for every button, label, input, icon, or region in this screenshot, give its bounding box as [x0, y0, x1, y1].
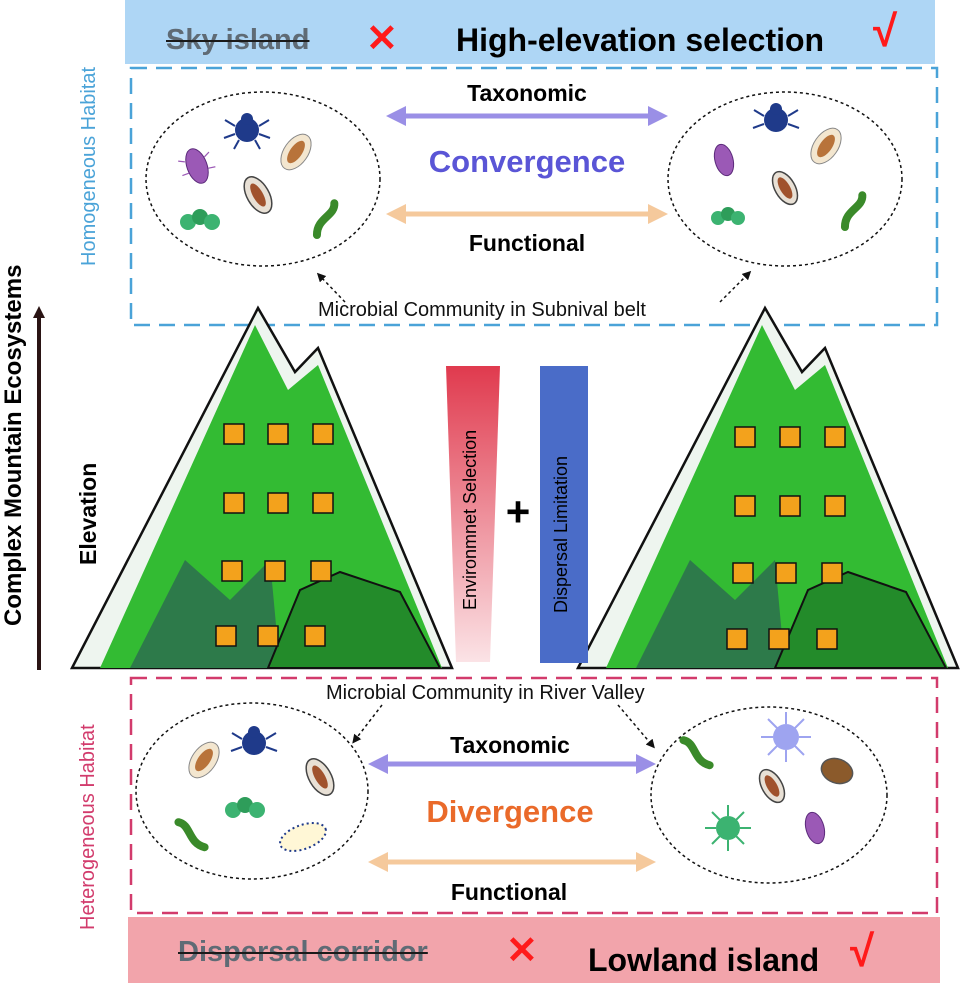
green-worm-icon — [840, 191, 867, 232]
heterogeneous-habitat-label: Heterogeneous Habitat — [77, 724, 99, 930]
purple-bacterium-icon — [804, 811, 826, 845]
sample-site — [824, 495, 846, 517]
sample-site — [775, 562, 797, 584]
cilia-bacterium-icon — [188, 741, 220, 779]
plus-sign: + — [505, 488, 531, 535]
cilia-bacterium-icon — [810, 127, 842, 165]
sample-site — [304, 625, 326, 647]
top-taxonomic-label: Taxonomic — [467, 80, 587, 106]
microbes-top-right — [711, 103, 867, 232]
right-mountain — [575, 305, 960, 670]
sample-site — [779, 426, 801, 448]
lilac-amoeba-icon — [761, 712, 811, 762]
subnival-community-label: Microbial Community in Subnival belt — [318, 299, 646, 321]
sample-site — [824, 426, 846, 448]
spiky-bacterium-icon — [279, 822, 327, 852]
environment-selection-label: Environmnet Selection — [460, 429, 480, 610]
left-sample-sites — [215, 423, 334, 647]
sample-site — [312, 423, 334, 445]
green-colony-icon — [711, 207, 745, 225]
rod-bacterium-icon — [758, 768, 786, 804]
green-worm-icon — [679, 736, 714, 770]
environment-selection-bar — [446, 366, 500, 662]
accept-check-icon: √ — [873, 7, 898, 56]
sample-site — [310, 560, 332, 582]
purple-bacterium-icon — [713, 143, 735, 177]
sample-site — [816, 628, 838, 650]
sample-site — [821, 562, 843, 584]
cilia-bacterium-icon — [280, 133, 312, 171]
bottom-banner — [128, 917, 940, 983]
pointer-valley-left — [352, 704, 383, 744]
reject-cross-icon: ✕ — [366, 18, 398, 60]
green-worm-icon — [174, 818, 209, 852]
sample-site — [223, 492, 245, 514]
accepted-term-high-elevation-selection: High-elevation selection — [456, 22, 825, 58]
sample-site — [312, 492, 334, 514]
pointer-subnival-right — [719, 270, 752, 303]
left-mountain-shadow — [130, 560, 280, 668]
sample-site — [734, 426, 756, 448]
pointer-valley-right — [617, 704, 655, 749]
green-colony-icon — [180, 209, 220, 230]
microbes-top-left — [178, 113, 339, 240]
green-worm-icon — [312, 199, 339, 240]
rejected-term-dispersal-corridor: Dispersal corridor — [178, 936, 428, 968]
left-mountain — [69, 305, 454, 670]
bottom-taxonomic-label: Taxonomic — [450, 732, 570, 758]
sample-site — [768, 628, 790, 650]
dispersal-limitation-label: Dispersal Limitation — [551, 455, 571, 613]
purple-bacterium-icon — [178, 148, 216, 184]
blue-mite-icon — [752, 103, 800, 132]
heterogeneous-frame — [129, 676, 939, 915]
sample-site — [257, 625, 279, 647]
divergence-label: Divergence — [426, 794, 594, 829]
sample-site — [215, 625, 237, 647]
sample-site — [264, 560, 286, 582]
microbes-bottom-right — [679, 712, 854, 851]
blue-mite-icon — [230, 726, 278, 755]
blue-mite-icon — [223, 113, 271, 150]
pointer-subnival-left — [316, 272, 346, 303]
bottom-functional-label: Functional — [450, 879, 568, 905]
rod-bacterium-icon — [771, 170, 799, 206]
sample-site — [779, 495, 801, 517]
green-amoeba-icon — [705, 805, 751, 851]
homogeneous-frame — [129, 66, 939, 327]
rod-bacterium-icon — [243, 176, 273, 214]
dispersal-limitation-bar — [540, 366, 588, 663]
sample-site — [267, 492, 289, 514]
microbes-bottom-left — [174, 726, 335, 852]
sample-site — [267, 423, 289, 445]
elevation-label: Elevation — [75, 462, 101, 565]
sample-site — [732, 562, 754, 584]
subnival-community-left — [145, 91, 381, 267]
rod-bacterium-icon — [305, 758, 335, 796]
homogeneous-habitat-label: Homogeneous Habitat — [78, 66, 100, 266]
top-functional-label: Functional — [468, 230, 586, 256]
accepted-term-lowland-island: Lowland island — [588, 942, 820, 978]
sample-site — [734, 495, 756, 517]
river-valley-community-label: Microbial Community in River Valley — [326, 682, 645, 704]
right-sample-sites — [726, 426, 846, 650]
rejected-term-sky-island: Sky island — [166, 24, 310, 56]
reject-cross-icon: ✕ — [506, 930, 538, 972]
sample-site — [223, 423, 245, 445]
sample-site — [221, 560, 243, 582]
sample-site — [726, 628, 748, 650]
accept-check-icon: √ — [850, 927, 875, 976]
convergence-label: Convergence — [428, 144, 626, 179]
brown-bacterium-icon — [820, 757, 854, 785]
green-colony-icon — [225, 797, 265, 818]
top-banner — [125, 0, 935, 64]
complex-mountain-ecosystems-label: Complex Mountain Ecosystems — [0, 264, 27, 626]
